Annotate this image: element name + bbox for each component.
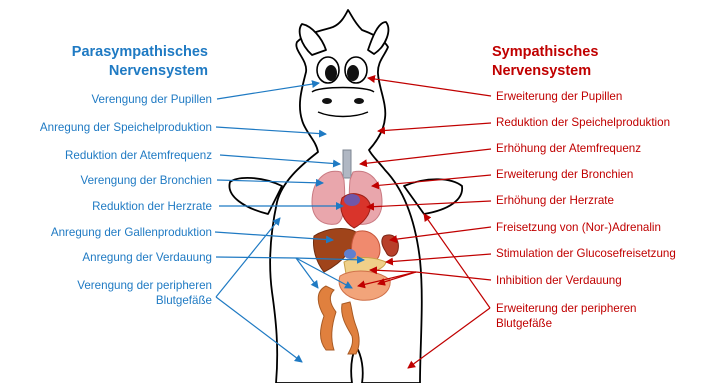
parasympathetic-title: Parasympathisches Nervensystem bbox=[40, 43, 208, 81]
symp-label-digestion: Inhibition der Verdauung bbox=[496, 273, 622, 288]
sympathetic-title-line2: Nervensystem bbox=[492, 62, 652, 81]
symp-label-pupils: Erweiterung der Pupillen bbox=[496, 89, 622, 104]
para-label-saliva: Anregung der Speichelproduktion bbox=[40, 120, 212, 135]
sympathetic-title-line1: Sympathisches bbox=[492, 43, 652, 62]
symp-label-vessels-line2: Blutgefäße bbox=[496, 316, 637, 331]
symp-label-respiration: Erhöhung der Atemfrequenz bbox=[496, 141, 641, 156]
para-label-vessels-line1: Verengung der peripheren bbox=[77, 278, 212, 293]
parasympathetic-title-line2: Nervensystem bbox=[40, 62, 208, 81]
para-label-bronchi: Verengung der Bronchien bbox=[81, 173, 213, 188]
para-label-digestion: Anregung der Verdauung bbox=[82, 250, 212, 265]
parasympathetic-title-line1: Parasympathisches bbox=[40, 43, 208, 62]
arrow-right-pupils bbox=[368, 78, 491, 96]
symp-label-vessels: Erweiterung der peripheren Blutgefäße bbox=[496, 301, 637, 331]
arrow-right-saliva bbox=[378, 123, 491, 131]
para-label-respiration: Reduktion der Atemfrequenz bbox=[65, 148, 212, 163]
symp-label-glucose: Stimulation der Glucosefreisetzung bbox=[496, 246, 676, 261]
arrow-right-digestion-1 bbox=[416, 272, 491, 280]
symp-label-heartrate: Erhöhung der Herzrate bbox=[496, 193, 614, 208]
para-label-bile: Anregung der Gallenproduktion bbox=[51, 225, 212, 240]
gallbladder-icon bbox=[344, 249, 356, 259]
symp-label-saliva: Reduktion der Speichelproduktion bbox=[496, 115, 670, 130]
sympathetic-title: Sympathisches Nervensystem bbox=[492, 43, 652, 81]
blood-vessel bbox=[344, 194, 360, 206]
para-label-vessels: Verengung der peripheren Blutgefäße bbox=[77, 278, 212, 308]
symp-label-vessels-line1: Erweiterung der peripheren bbox=[496, 301, 637, 316]
symp-label-bronchi: Erweiterung der Bronchien bbox=[496, 167, 633, 182]
arrow-right-respiration bbox=[360, 149, 491, 164]
trachea-icon bbox=[343, 150, 351, 178]
para-label-vessels-line2: Blutgefäße bbox=[77, 293, 212, 308]
para-label-heartrate: Reduktion der Herzrate bbox=[92, 199, 212, 214]
para-label-pupils: Verengung der Pupillen bbox=[91, 92, 212, 107]
symp-label-adrenalin: Freisetzung von (Nor-)Adrenalin bbox=[496, 220, 661, 235]
